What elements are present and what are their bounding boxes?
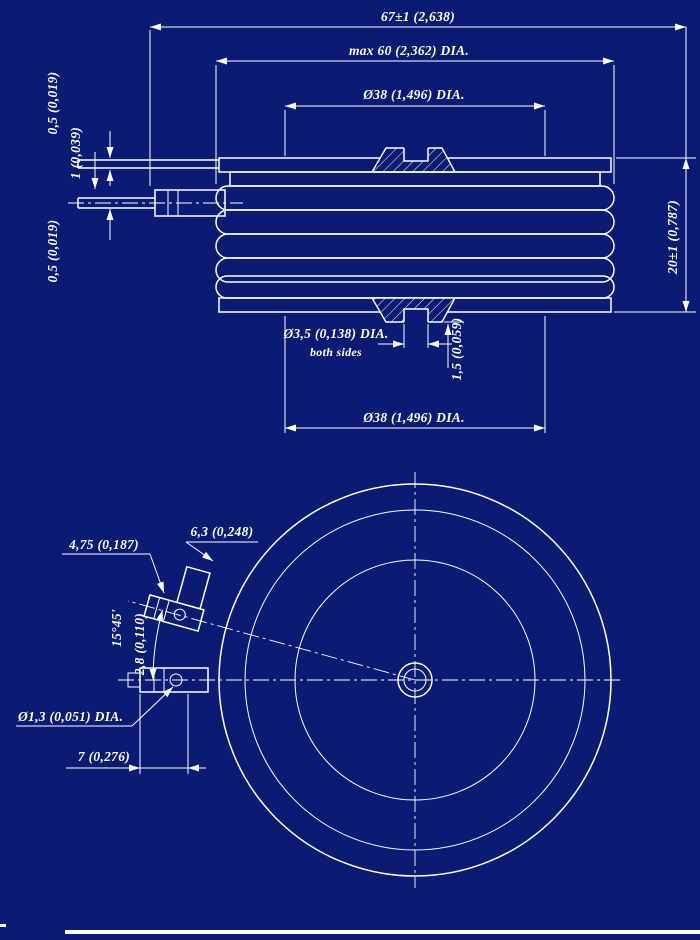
outer-circle xyxy=(218,483,612,877)
center-hole-inner xyxy=(403,668,427,692)
dim-bottom-pole-diameter: Ø38 (1,496) DIA. xyxy=(362,410,465,425)
ceramic-shoulder xyxy=(229,171,601,187)
dim-lead-diameter: Ø1,3 (0,051) DIA. xyxy=(17,709,123,724)
ceramic-fin xyxy=(215,209,615,235)
ceramic-fin xyxy=(215,257,615,283)
top-pole-boss xyxy=(370,147,457,173)
bottom-view xyxy=(118,472,624,888)
gate-terminal-angled xyxy=(143,565,211,633)
top-gate-notch xyxy=(404,147,428,161)
side-view-dimensions: 67±1 (2,638) max 60 (2,362) DIA. Ø38 (1,… xyxy=(45,9,696,433)
side-view xyxy=(68,147,615,323)
dim-overall-width: 67±1 (2,638) xyxy=(381,9,455,24)
dim-recess-depth: 1,5 (0,059) xyxy=(449,318,464,381)
ceramic-fin xyxy=(215,185,615,211)
angle-arc xyxy=(149,609,163,681)
dim-terminal-width: 4,75 (0,187) xyxy=(68,537,139,552)
angled-centerline xyxy=(127,600,416,681)
gate-lead-hole xyxy=(169,673,183,687)
dim-lead-angle: 15°45' xyxy=(109,609,124,647)
dim-top-pole-diameter: Ø38 (1,496) DIA. xyxy=(362,87,465,102)
dim-lead-gap: 1 (0,039) xyxy=(68,127,83,179)
dim-lead-thickness-bottom: 0,5 (0,019) xyxy=(45,220,60,283)
inner-circle xyxy=(294,559,536,801)
note-gate-hole: both sides xyxy=(310,345,362,359)
ceramic-fin xyxy=(215,233,615,259)
dim-terminal-offset: 2,8 (0,110) xyxy=(132,613,147,676)
dim-terminal-length: 7 (0,276) xyxy=(78,749,130,764)
dim-lead-bend: 6,3 (0,248) xyxy=(191,524,254,539)
center-hole-outer xyxy=(397,662,433,698)
dim-lead-thickness-top: 0,5 (0,019) xyxy=(45,72,60,135)
dim-height: 20±1 (0,787) xyxy=(665,200,680,275)
middle-circle xyxy=(244,509,586,851)
ceramic-fin xyxy=(215,275,615,299)
dim-gate-hole-diameter: Ø3,5 (0,138) DIA. xyxy=(282,326,388,341)
ceramic-fins xyxy=(215,185,615,299)
gate-connector-side xyxy=(68,189,243,217)
gate-lead-bend xyxy=(176,565,211,610)
frame-left-mark xyxy=(0,924,6,927)
bottom-view-dimensions: 6,3 (0,248) 4,75 (0,187) 15°45' 2,8 (0,1… xyxy=(16,524,258,774)
bottom-gate-notch xyxy=(404,309,428,323)
dim-max-diameter: max 60 (2,362) DIA. xyxy=(349,43,469,58)
frame-bottom-line xyxy=(65,930,700,934)
bottom-pole-boss xyxy=(370,297,457,323)
top-lead-strip xyxy=(77,159,219,169)
